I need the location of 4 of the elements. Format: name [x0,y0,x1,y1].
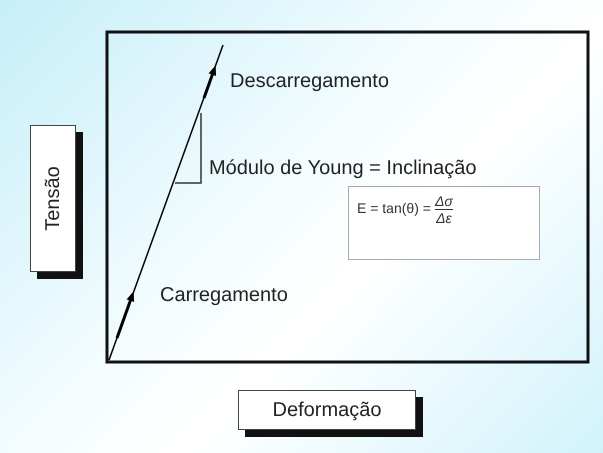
slope-label: Módulo de Young = Inclinação [209,157,476,180]
formula-box [348,186,540,260]
loading-label: Carregamento [160,284,288,307]
unloading-label: Descarregamento [230,70,389,93]
